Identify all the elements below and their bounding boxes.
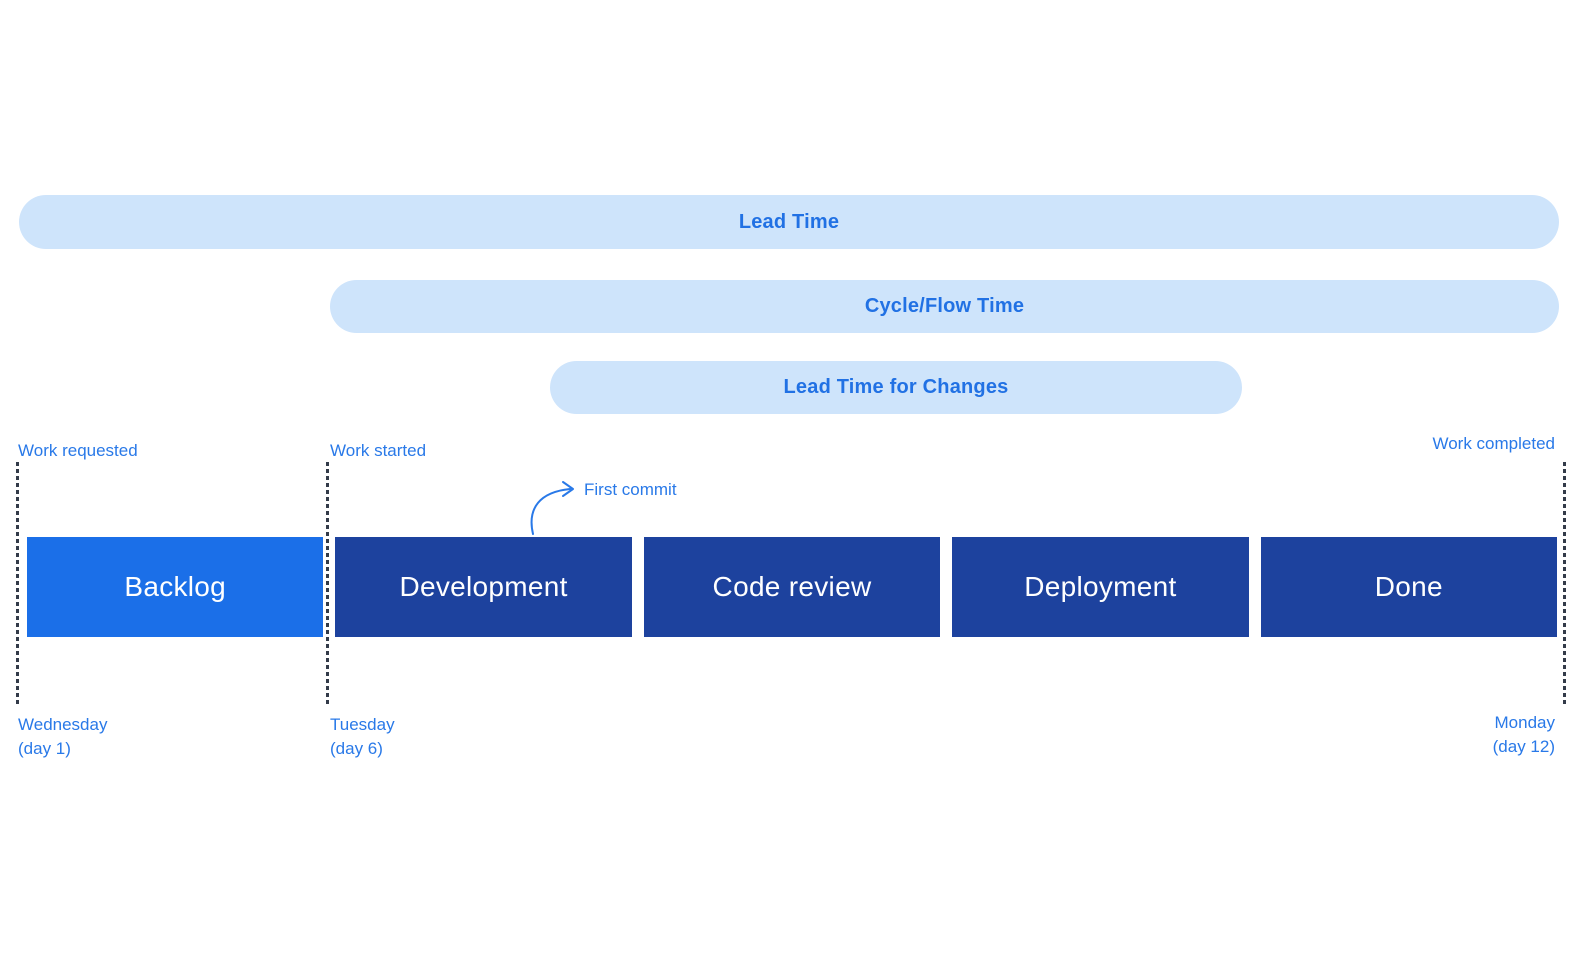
first-commit-label: First commit	[584, 480, 677, 499]
work-requested-date-num: (day 1)	[18, 739, 71, 758]
work-started-date: Tuesday (day 6)	[330, 713, 395, 761]
stage-backlog-label: Backlog	[124, 571, 227, 602]
work-requested-date: Wednesday (day 1)	[18, 713, 107, 761]
stage-development: Development	[335, 537, 632, 637]
cycle-flow-time-label: Cycle/Flow Time	[864, 295, 1025, 317]
work-started-date-day: Tuesday	[330, 715, 395, 734]
stage-code-review: Code review	[643, 537, 941, 637]
stage-done-label: Done	[1374, 571, 1443, 602]
stage-code-review-label: Code review	[712, 571, 872, 602]
work-requested-line	[16, 462, 19, 706]
lead-time-for-changes-bar: Lead Time for Changes	[550, 361, 1242, 414]
lead-time-for-changes-label: Lead Time for Changes	[783, 376, 1009, 398]
lead-time-label: Lead Time	[738, 210, 840, 233]
first-commit-arrow-icon	[530, 481, 574, 535]
work-completed-date: Monday (day 12)	[1493, 711, 1555, 759]
work-started-date-num: (day 6)	[330, 739, 383, 758]
stage-row: Backlog Development Code review Deployme…	[27, 537, 1558, 637]
work-completed-label: Work completed	[1432, 434, 1555, 453]
stage-deployment: Deployment	[952, 537, 1249, 637]
work-started-label: Work started	[330, 441, 427, 460]
stage-backlog: Backlog	[27, 537, 324, 637]
work-started-line	[326, 462, 329, 706]
lead-time-bar: Lead Time	[19, 195, 1559, 249]
stage-development-label: Development	[399, 571, 568, 602]
work-completed-date-num: (day 12)	[1492, 737, 1555, 756]
work-requested-date-day: Wednesday	[18, 715, 108, 734]
work-requested-label: Work requested	[18, 441, 138, 460]
cycle-flow-time-bar: Cycle/Flow Time	[330, 280, 1559, 333]
stage-deployment-label: Deployment	[1024, 571, 1177, 602]
work-completed-line	[1563, 462, 1566, 706]
work-completed-date-day: Monday	[1494, 713, 1555, 732]
stage-done: Done	[1260, 537, 1558, 637]
